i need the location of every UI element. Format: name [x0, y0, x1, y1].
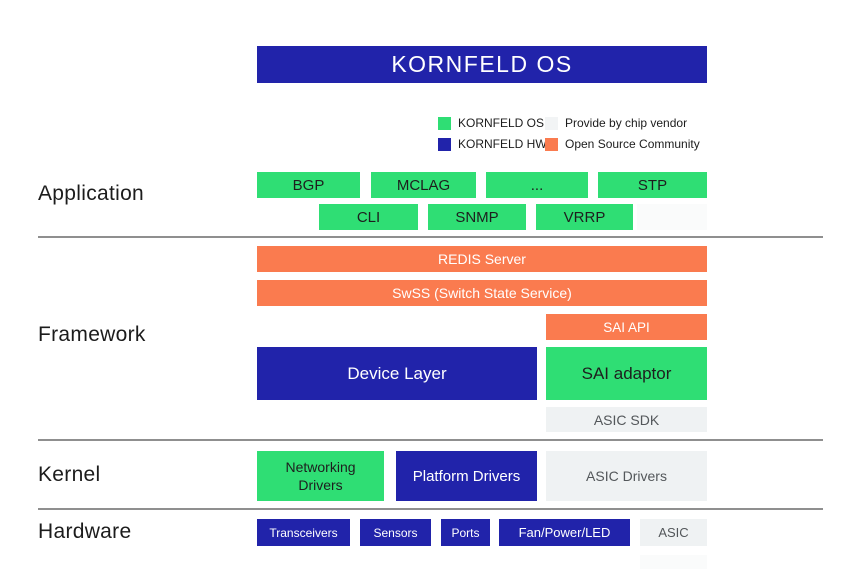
- box-bgp: BGP: [257, 172, 360, 198]
- legend-item-kornfeld-hw: KORNFELD HW: [438, 137, 547, 151]
- box-asic-sdk: ASIC SDK: [546, 407, 707, 432]
- box-asic: ASIC: [640, 519, 707, 546]
- section-label-framework: Framework: [38, 323, 146, 346]
- title-banner: KORNFELD OS: [257, 46, 707, 83]
- ghost-box: [637, 204, 707, 230]
- box-platform-drivers: Platform Drivers: [396, 451, 537, 501]
- box-cli: CLI: [319, 204, 418, 230]
- box-fan-power-led: Fan/Power/LED: [499, 519, 630, 546]
- legend: KORNFELD OS Provide by chip vendor KORNF…: [438, 116, 700, 151]
- legend-item-kornfeld-os: KORNFELD OS: [438, 116, 545, 130]
- section-label-application: Application: [38, 182, 145, 205]
- legend-item-open-source: Open Source Community: [545, 137, 700, 151]
- legend-label: KORNFELD OS: [458, 116, 545, 130]
- legend-label: Open Source Community: [565, 137, 700, 151]
- box-mclag: MCLAG: [371, 172, 476, 198]
- box-sensors: Sensors: [360, 519, 431, 546]
- legend-label: Provide by chip vendor: [565, 116, 688, 130]
- section-label-hardware: Hardware: [38, 520, 132, 543]
- orange-swatch-icon: [545, 137, 558, 151]
- box-networking-drivers: Networking Drivers: [257, 451, 384, 501]
- box-asic-drivers: ASIC Drivers: [546, 451, 707, 501]
- box-stp: STP: [598, 172, 707, 198]
- box-vrrp: VRRP: [536, 204, 633, 230]
- box-sai-api: SAI API: [546, 314, 707, 340]
- section-label-kernel: Kernel: [38, 463, 101, 486]
- legend-item-chip-vendor: Provide by chip vendor: [545, 116, 700, 130]
- box-redis-server: REDIS Server: [257, 246, 707, 272]
- box-ports: Ports: [441, 519, 490, 546]
- divider-kernel-hardware: [38, 508, 823, 510]
- box-swss: SwSS (Switch State Service): [257, 280, 707, 306]
- ghost-box: [640, 555, 707, 569]
- legend-label: KORNFELD HW: [458, 137, 547, 151]
- gray-swatch-icon: [545, 116, 558, 130]
- divider-application-framework: [38, 236, 823, 238]
- green-swatch-icon: [438, 116, 451, 130]
- blue-swatch-icon: [438, 137, 451, 151]
- box-sai-adaptor: SAI adaptor: [546, 347, 707, 400]
- box-device-layer: Device Layer: [257, 347, 537, 400]
- box-ellipsis: ...: [486, 172, 588, 198]
- box-snmp: SNMP: [428, 204, 526, 230]
- box-transceivers: Transceivers: [257, 519, 350, 546]
- divider-framework-kernel: [38, 439, 823, 441]
